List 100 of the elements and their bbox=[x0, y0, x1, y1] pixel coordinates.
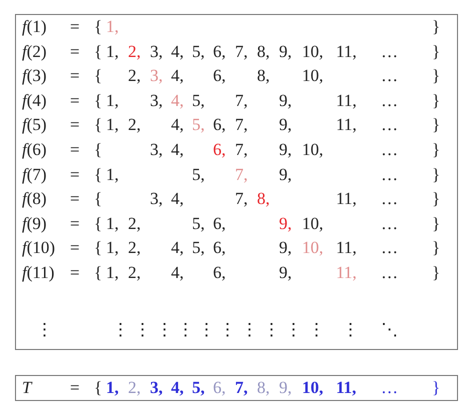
set-element: 11, bbox=[336, 42, 357, 62]
close-brace: } bbox=[432, 42, 440, 62]
set-element: 2, bbox=[128, 42, 141, 62]
set-element: 9, bbox=[279, 164, 292, 185]
set-element: 5, bbox=[192, 378, 205, 398]
set-element: 10, bbox=[302, 42, 324, 62]
set-element: 3, bbox=[150, 140, 163, 160]
ellipsis-dots: … bbox=[381, 90, 398, 111]
open-brace: { bbox=[94, 17, 102, 37]
set-element: 4, bbox=[171, 140, 184, 160]
set-element: 1, bbox=[106, 115, 119, 136]
set-element: 4, bbox=[171, 42, 184, 62]
set-element: 4, bbox=[171, 90, 184, 111]
set-element: 1, bbox=[106, 164, 119, 185]
ellipsis-dots: ⋮ bbox=[308, 320, 325, 340]
set-element: 4, bbox=[171, 66, 184, 86]
function-label: f(1) bbox=[22, 17, 47, 37]
ellipsis-dots: ⋮ bbox=[177, 320, 194, 340]
close-brace: } bbox=[432, 90, 440, 111]
set-element: 5, bbox=[192, 90, 205, 111]
equals-sign: = bbox=[70, 189, 80, 210]
function-label: f(8) bbox=[22, 189, 47, 210]
ellipsis-dots: ⋮ bbox=[285, 320, 302, 340]
function-label: f(2) bbox=[22, 42, 47, 62]
ellipsis-dots: ⋮ bbox=[263, 320, 280, 340]
equals-sign: = bbox=[70, 140, 80, 160]
set-element: 1, bbox=[106, 238, 119, 258]
function-label: f(9) bbox=[22, 214, 47, 234]
set-element: 10, bbox=[302, 238, 324, 258]
set-element: 11, bbox=[336, 189, 357, 210]
open-brace: { bbox=[94, 189, 102, 210]
function-label: f(6) bbox=[22, 140, 47, 160]
set-element: 8, bbox=[257, 66, 270, 86]
open-brace: { bbox=[94, 263, 102, 283]
set-element: 1, bbox=[106, 263, 119, 283]
ellipsis-dots: … bbox=[381, 263, 398, 283]
set-element: 9, bbox=[279, 263, 292, 283]
open-brace: { bbox=[94, 378, 102, 398]
set-element: 7, bbox=[235, 164, 248, 185]
set-element: 2, bbox=[128, 66, 141, 86]
ellipsis-dots: ⋮ bbox=[198, 320, 215, 340]
equals-sign: = bbox=[70, 90, 80, 111]
ellipsis-dots: … bbox=[381, 164, 398, 185]
equals-sign: = bbox=[70, 214, 80, 234]
set-element: 6, bbox=[213, 214, 226, 234]
set-element: 3, bbox=[150, 378, 163, 398]
set-element: 2, bbox=[128, 214, 141, 234]
set-element: 10, bbox=[302, 140, 324, 160]
equals-sign: = bbox=[70, 378, 80, 398]
set-element: 4, bbox=[171, 238, 184, 258]
set-element: 3, bbox=[150, 42, 163, 62]
ellipsis-dots: … bbox=[381, 66, 398, 86]
ellipsis-dots: ⋮ bbox=[342, 320, 359, 340]
set-element: 3, bbox=[150, 189, 163, 210]
set-element: 5, bbox=[192, 238, 205, 258]
set-element: 4, bbox=[171, 263, 184, 283]
set-element: 5, bbox=[192, 115, 205, 136]
ellipsis-dots: ⋮ bbox=[112, 320, 129, 340]
set-element: 1, bbox=[106, 17, 119, 37]
open-brace: { bbox=[94, 238, 102, 258]
equals-sign: = bbox=[70, 42, 80, 62]
set-element: 9, bbox=[279, 42, 292, 62]
ellipsis-dots: ⋮ bbox=[219, 320, 236, 340]
close-brace: } bbox=[432, 378, 440, 398]
ellipsis-dots: … bbox=[381, 214, 398, 234]
set-element: 4, bbox=[171, 189, 184, 210]
ellipsis-dots: … bbox=[381, 140, 398, 160]
ellipsis-dots: ⋮ bbox=[134, 320, 151, 340]
set-element: 9, bbox=[279, 140, 292, 160]
set-element: 7, bbox=[235, 42, 248, 62]
set-element: 1, bbox=[106, 214, 119, 234]
equals-sign: = bbox=[70, 115, 80, 136]
set-element: 7, bbox=[235, 378, 248, 398]
ellipsis-dots: ⋮ bbox=[36, 320, 53, 340]
equals-sign: = bbox=[70, 164, 80, 185]
ellipsis-dots: … bbox=[381, 42, 398, 62]
equals-sign: = bbox=[70, 238, 80, 258]
function-label: f(7) bbox=[22, 164, 47, 185]
open-brace: { bbox=[94, 90, 102, 111]
close-brace: } bbox=[432, 263, 440, 283]
set-element: 9, bbox=[279, 214, 292, 234]
equals-sign: = bbox=[70, 263, 80, 283]
set-element: 9, bbox=[279, 115, 292, 136]
set-element: 2, bbox=[128, 263, 141, 283]
set-element: 5, bbox=[192, 164, 205, 185]
set-element: 9, bbox=[279, 238, 292, 258]
close-brace: } bbox=[432, 214, 440, 234]
close-brace: } bbox=[432, 115, 440, 136]
set-element: 3, bbox=[150, 66, 163, 86]
set-element: 2, bbox=[128, 115, 141, 136]
ellipsis-dots: ⋮ bbox=[241, 320, 258, 340]
close-brace: } bbox=[432, 66, 440, 86]
close-brace: } bbox=[432, 140, 440, 160]
set-element: 8, bbox=[257, 378, 270, 398]
ellipsis-dots: ⋮ bbox=[156, 320, 173, 340]
set-element: 7, bbox=[235, 115, 248, 136]
set-element: 4, bbox=[171, 115, 184, 136]
set-element: 1, bbox=[106, 90, 119, 111]
set-element: 6, bbox=[213, 42, 226, 62]
ellipsis-dots: … bbox=[381, 378, 398, 398]
